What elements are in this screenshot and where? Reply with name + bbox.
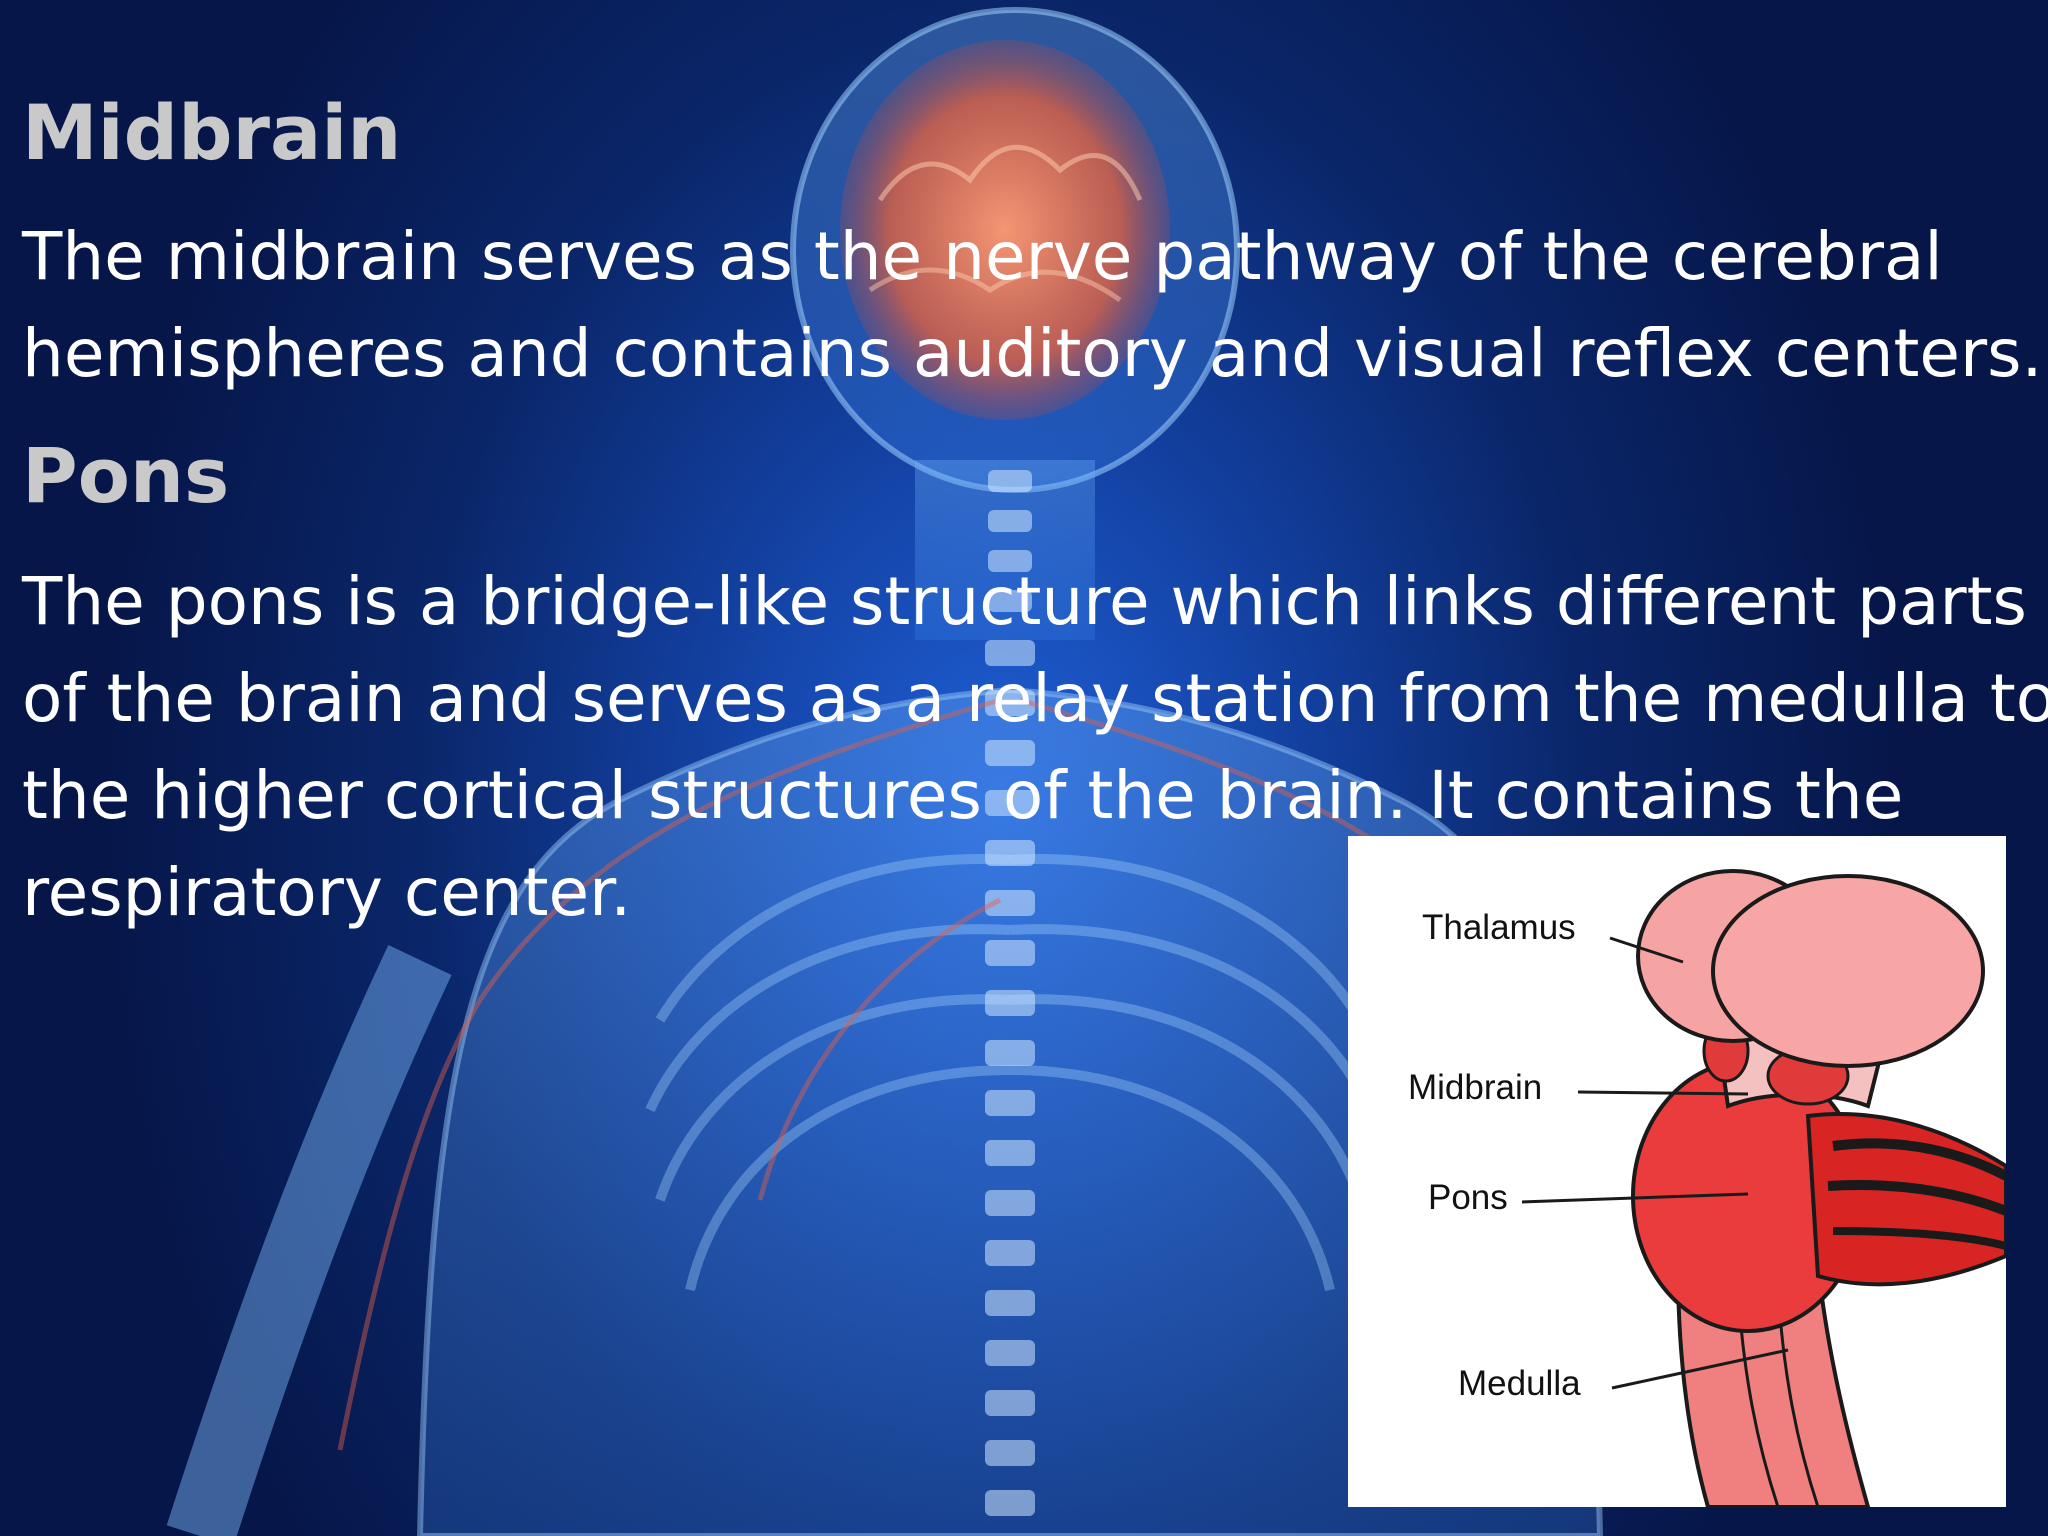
text-line: respiratory center. [22, 854, 632, 931]
pons-label: Pons [1428, 1178, 1508, 1217]
medulla-label: Medulla [1458, 1364, 1581, 1403]
pons-heading: Pons [22, 431, 230, 520]
midbrain-label: Midbrain [1408, 1068, 1543, 1107]
text-line: the higher cortical structures of the br… [22, 757, 1904, 834]
text-line: The midbrain serves as the nerve pathway… [22, 218, 1943, 295]
text-line: hemispheres and contains auditory and vi… [22, 315, 2043, 392]
brainstem-diagram: Thalamus Midbrain Pons Medulla [1348, 836, 2006, 1507]
pons-description: The pons is a bridge-like structure whic… [22, 553, 2048, 941]
text-line: of the brain and serves as a relay stati… [22, 660, 2048, 737]
text-line: The pons is a bridge-like structure whic… [22, 563, 2027, 640]
brainstem-illustration [1521, 869, 2006, 1507]
midbrain-description: The midbrain serves as the nerve pathway… [22, 208, 2042, 402]
thalamus-label: Thalamus [1422, 908, 1576, 947]
midbrain-heading: Midbrain [22, 88, 402, 177]
